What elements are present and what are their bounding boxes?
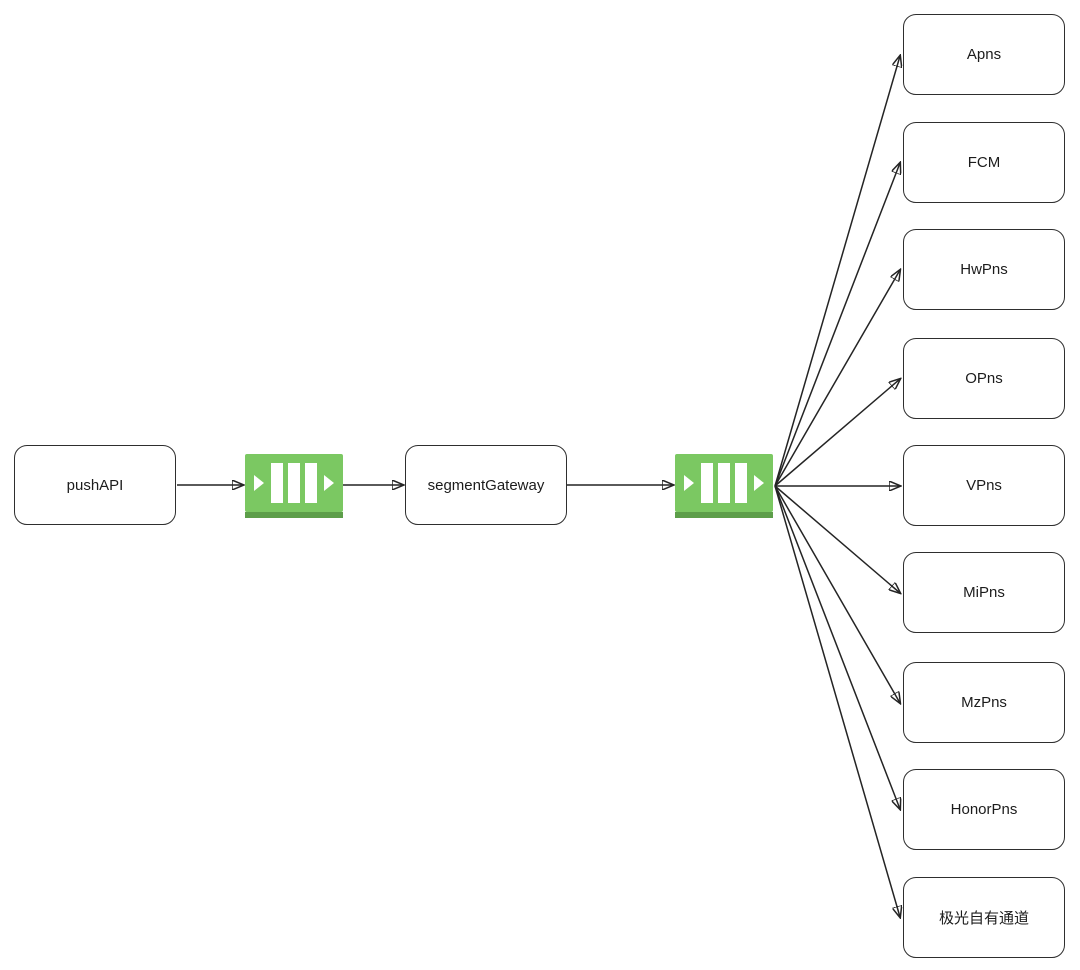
- node-jpush-own-channel: 极光自有通道: [903, 877, 1065, 958]
- node-hwpns-label: HwPns: [960, 261, 1008, 278]
- arrow-queue2-to-apns: [774, 56, 900, 487]
- node-fcm: FCM: [903, 122, 1065, 203]
- node-pushapi-label: pushAPI: [66, 476, 124, 494]
- arrow-queue2-to-mzpns: [774, 485, 900, 703]
- node-honorpns-label: HonorPns: [950, 801, 1018, 818]
- node-opns-label: OPns: [965, 370, 1003, 387]
- node-vpns-label: VPns: [966, 477, 1002, 494]
- node-hwpns: HwPns: [903, 229, 1065, 310]
- node-segmentgateway: segmentGateway: [405, 445, 567, 525]
- message-queue-icon: [245, 454, 343, 518]
- node-mzpns-label: MzPns: [961, 694, 1007, 711]
- node-opns: OPns: [903, 338, 1065, 419]
- arrow-queue2-to-fcm: [774, 163, 900, 487]
- arrow-queue2-to-mipns: [774, 485, 900, 593]
- node-segmentgateway-label: segmentGateway: [427, 476, 545, 494]
- node-vpns: VPns: [903, 445, 1065, 526]
- node-jpush-own-channel-label: 极光自有通道: [938, 910, 1029, 927]
- arrow-queue2-to-opns: [774, 379, 900, 487]
- arrow-queue2-to-honorpns: [774, 485, 900, 809]
- node-fcm-label: FCM: [967, 154, 1001, 171]
- node-mzpns: MzPns: [903, 662, 1065, 743]
- node-mipns: MiPns: [903, 552, 1065, 633]
- arrow-queue2-to-jpush-own-channel: [774, 485, 900, 917]
- node-honorpns: HonorPns: [903, 769, 1065, 850]
- arrow-queue2-to-hwpns: [774, 270, 900, 487]
- node-pushapi: pushAPI: [14, 445, 176, 525]
- node-apns-label: Apns: [966, 46, 1002, 63]
- node-apns: Apns: [903, 14, 1065, 95]
- node-mipns-label: MiPns: [963, 584, 1005, 601]
- message-queue-icon: [675, 454, 773, 518]
